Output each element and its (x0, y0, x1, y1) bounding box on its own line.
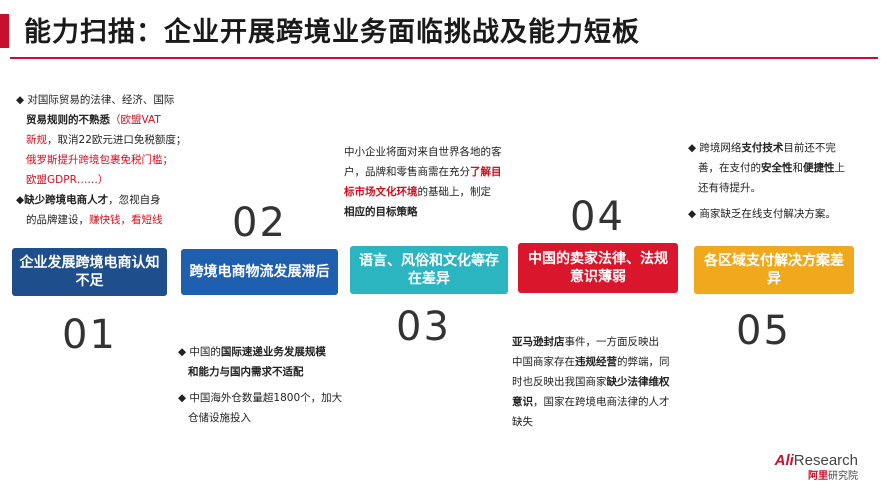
step-number-01: 01 (62, 312, 117, 358)
note-1-para-a: ◆ 对国际贸易的法律、经济、国际 贸易规则的不熟悉（欧盟VAT 新规，取消22欧… (16, 94, 187, 186)
note-3: 中小企业将面对来自世界各地的客 户，品牌和零售商需在充分了解目 标市场文化环境的… (344, 146, 502, 218)
title-underline (10, 57, 878, 59)
step-number-05: 05 (736, 308, 791, 354)
note-4: 亚马逊封店事件，一方面反映出 中国商家存在违规经营的弊端，同 时也反映出我国商家… (512, 336, 670, 428)
step-box-03: 语言、风俗和文化等存在差异 (350, 246, 508, 294)
aliresearch-logo: AliResearch 阿里研究院 (774, 452, 858, 482)
step-box-04: 中国的卖家法律、法规意识薄弱 (518, 243, 678, 293)
page-title: 能力扫描：企业开展跨境业务面临挑战及能力短板 (24, 17, 640, 48)
note-1: ◆ 对国际贸易的法律、经济、国际 贸易规则的不熟悉（欧盟VAT 新规，取消22欧… (16, 90, 206, 230)
step-number-04: 04 (570, 194, 625, 240)
title-accent-bar (0, 14, 9, 48)
step-box-05: 各区域支付解决方案差异 (694, 246, 854, 294)
note-5: ◆ 跨境网络支付技术目前还不完 善，在支付的安全性和便捷性上 还有待提升。 ◆ … (688, 142, 846, 220)
step-number-02: 02 (232, 200, 287, 246)
step-number-03: 03 (396, 304, 451, 350)
step-box-01: 企业发展跨境电商认知不足 (12, 248, 167, 296)
step-box-02: 跨境电商物流发展滞后 (181, 249, 338, 295)
note-2: ◆ 中国的国际速递业务发展规模 和能力与国内需求不适配 ◆ 中国海外仓数量超18… (178, 346, 343, 424)
note-1-para-b: ◆缺少跨境电商人才，忽视自身 的品牌建设，赚快钱，看短线 (16, 194, 163, 226)
